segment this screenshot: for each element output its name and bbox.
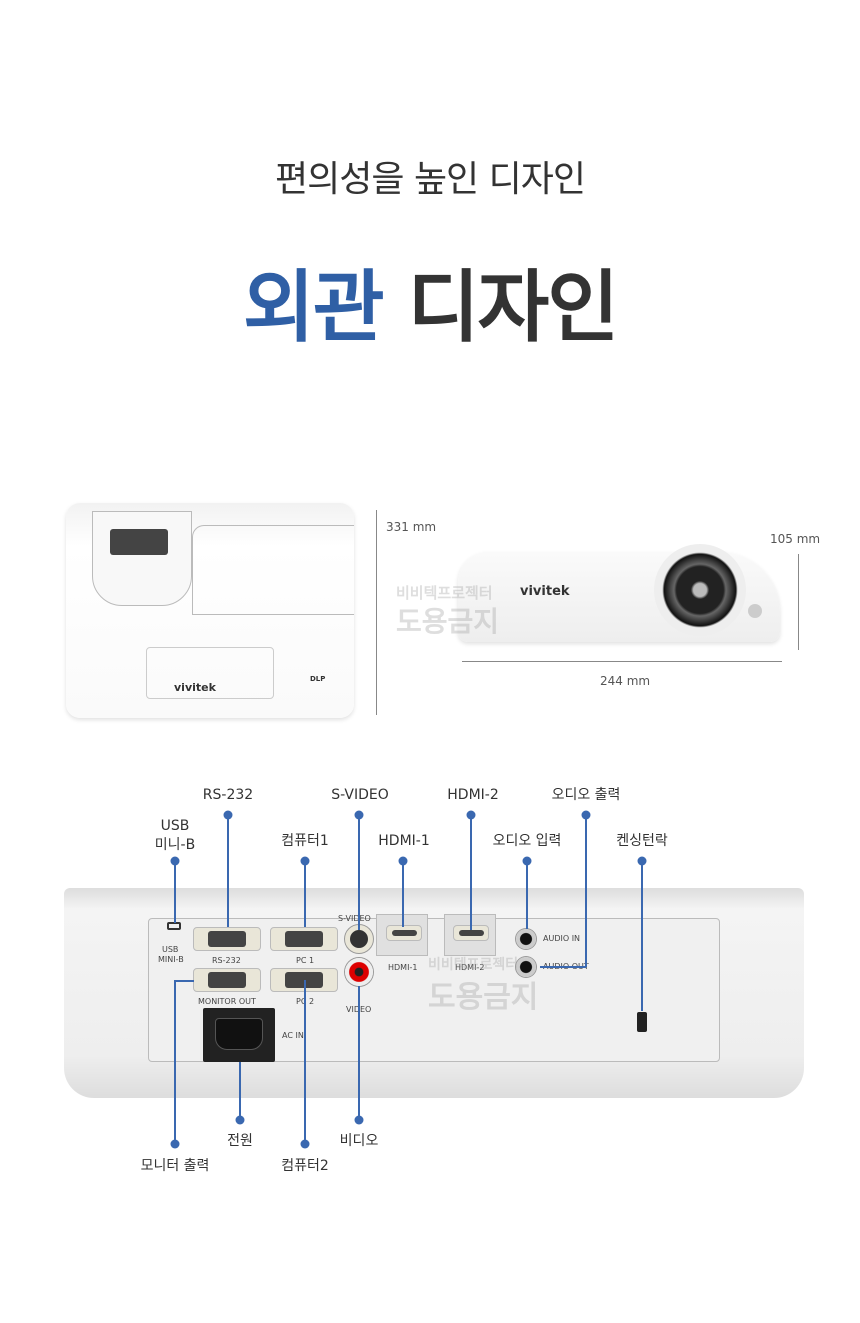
callout-hdmi1: HDMI-1 xyxy=(378,833,430,849)
page-title: 외관 디자인 xyxy=(243,263,619,353)
callout-svideo: S-VIDEO xyxy=(331,787,389,803)
projector-side-view: vivitek xyxy=(458,544,780,642)
callout-hdmi2: HDMI-2 xyxy=(447,787,499,803)
audio-out-jack xyxy=(516,957,536,977)
callout-kensington: 켄싱턴락 xyxy=(616,833,668,849)
callout-power: 전원 xyxy=(227,1133,253,1149)
pc1-port xyxy=(270,927,338,951)
width-dimension: 244 mm xyxy=(600,674,651,688)
callout-pc2: 컴퓨터2 xyxy=(281,1158,329,1174)
brand-logo-side: vivitek xyxy=(520,584,570,599)
subtitle: 편의성을 높인 디자인 xyxy=(275,159,586,200)
monitor-out-port xyxy=(193,968,261,992)
callout-video: 비디오 xyxy=(339,1133,379,1149)
callout-audio-out: 오디오 출력 xyxy=(551,787,621,803)
audio-in-jack xyxy=(516,929,536,949)
rs232-port xyxy=(193,927,261,951)
lens xyxy=(654,544,746,636)
hdmi1-port xyxy=(386,925,422,941)
usb-port xyxy=(167,922,181,930)
watermark: 비비텍프로젝터 xyxy=(396,584,493,602)
video-port xyxy=(345,958,373,986)
height-dimension: 105 mm xyxy=(770,532,821,546)
depth-dimension: 331 mm xyxy=(386,520,437,534)
brand-logo: vivitek xyxy=(174,681,216,694)
callout-audio-in: 오디오 입력 xyxy=(492,833,562,849)
kensington-lock xyxy=(637,1012,647,1032)
callout-rs232: RS-232 xyxy=(202,787,254,803)
callout-pc1: 컴퓨터1 xyxy=(281,833,329,849)
projector-top-view: vivitek DLP xyxy=(66,503,354,718)
callout-monitor-out: 모니터 출력 xyxy=(140,1158,210,1174)
ac-power-socket xyxy=(203,1008,275,1062)
control-panel xyxy=(146,647,274,699)
